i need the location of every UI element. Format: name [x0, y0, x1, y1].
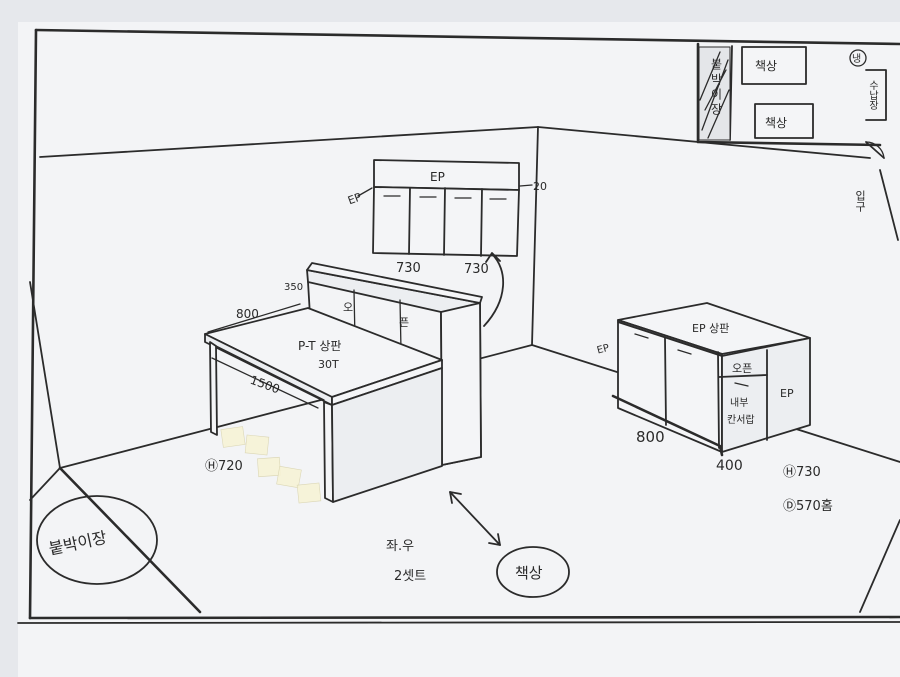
desk-top-label: P-T 상판: [298, 339, 341, 353]
low-cabinet-left-ep: EP: [596, 343, 611, 357]
plan-desk-top: [741, 46, 807, 85]
plan-entrance-label: 입구: [854, 190, 867, 212]
swap-line-1: 좌.우: [386, 539, 414, 554]
wall-cabinet-label: EP: [430, 170, 445, 184]
desk-depth-label: 800: [236, 307, 259, 321]
drawing-frame: [17, 28, 900, 624]
low-cabinet-right-ep: EP: [780, 387, 794, 400]
low-cabinet-width-label: 800: [636, 428, 665, 446]
plan-desk-bottom: [754, 103, 814, 139]
builtin-circle: [36, 495, 158, 585]
plan-desk-bottom-label: 책상: [765, 115, 787, 130]
desk-shelf-label-2: 픈: [399, 316, 409, 329]
plan-builtin-label: 붙박이장: [709, 58, 723, 118]
low-cabinet-inner-label-2: 칸서랍: [727, 413, 755, 426]
wall-cabinet-right-mark: 20: [533, 180, 547, 193]
sticky-notes: [220, 426, 322, 504]
desk-height-mark: Ⓗ720: [205, 459, 243, 474]
wall-cabinet-width-right: 730: [464, 262, 489, 277]
desk: 800 350 P-T 상판 30T 1500 오 픈 Ⓗ720: [204, 262, 483, 503]
swap-line-2: 2셋트: [394, 569, 426, 584]
wall-cabinet-left-ep: EP: [346, 190, 364, 207]
plan-fridge-label: 냉: [852, 53, 861, 65]
low-cabinet-height-mark: Ⓗ730: [783, 465, 821, 480]
low-cabinet-inner-label-1: 내부: [730, 397, 748, 409]
desk-thickness-label: 30T: [318, 358, 339, 371]
low-cabinet: EP 상판 EP EP 오픈 내부 칸서랍 800 400 Ⓗ730 Ⓓ570홈: [596, 302, 833, 514]
wall-cabinet-arrow: [483, 253, 504, 327]
plan-fridge-circle: [849, 49, 867, 67]
swap-arrow: [449, 491, 501, 546]
desk-note-circle: [496, 546, 570, 598]
low-cabinet-drawer-label: 오픈: [732, 362, 752, 375]
wall-cabinet-width-left: 730: [396, 261, 421, 276]
inset-plan: 붙박이장 책상 책상 냉 수납장 입구: [696, 42, 887, 212]
desk-note-label: 책상: [515, 564, 543, 582]
low-cabinet-depth-label: 400: [716, 458, 743, 474]
wall-cabinet: EP EP 20 730 730: [346, 159, 547, 327]
low-cabinet-top-label: EP 상판: [692, 322, 729, 335]
desk-shelf-label-1: 오: [343, 301, 353, 314]
plan-storage-label: 수납장: [867, 80, 879, 110]
low-cabinet-depth-mark: Ⓓ570홈: [783, 499, 833, 514]
desk-height-label: 350: [284, 282, 303, 293]
plan-desk-top-label: 책상: [755, 58, 777, 73]
